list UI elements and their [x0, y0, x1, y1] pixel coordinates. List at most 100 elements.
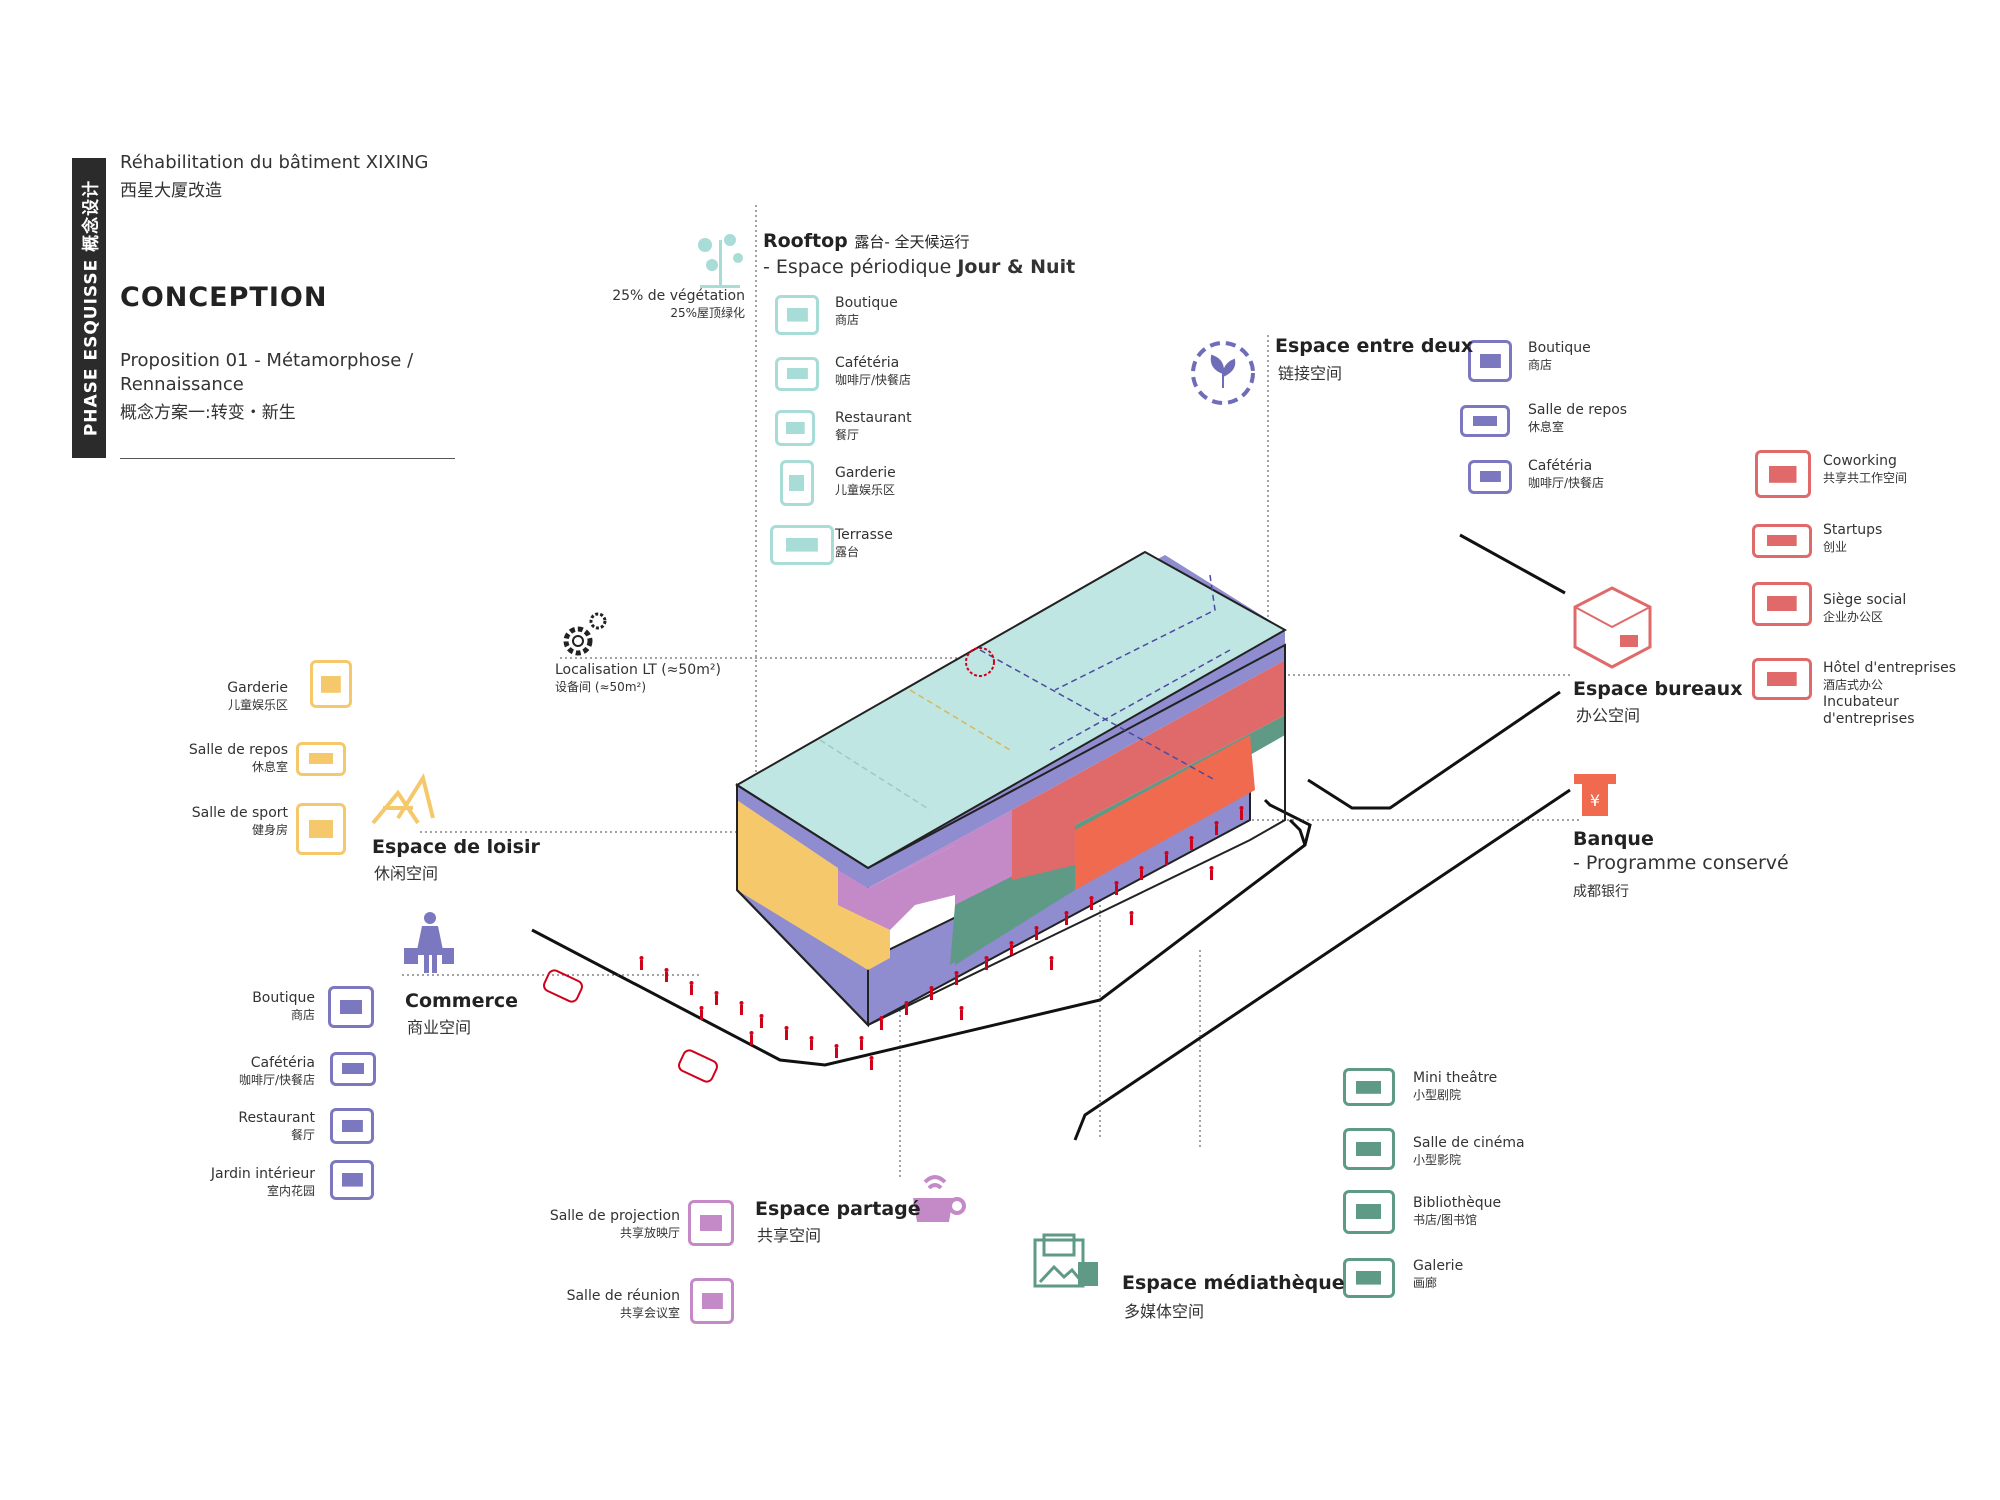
banque-cn: 成都银行 [1573, 884, 1629, 900]
person-marker [985, 960, 988, 970]
person-marker-head [1139, 866, 1144, 870]
boutique-icon [1468, 340, 1512, 382]
startup-team-icon [1752, 524, 1812, 558]
person-marker [700, 1010, 703, 1020]
person-marker [640, 960, 643, 970]
person-marker-head [1089, 896, 1094, 900]
person-marker-head [1049, 956, 1054, 960]
person-marker-head [1189, 836, 1194, 840]
person-marker-head [714, 991, 719, 995]
meeting-icon [690, 1278, 734, 1324]
armchair-icon [1460, 405, 1510, 437]
partage-title: Espace partagé [755, 1198, 921, 1220]
shopper-icon [404, 912, 454, 973]
phase-tab: PHASE ESQUISSE 概念设计 [72, 158, 106, 458]
person-marker [1140, 870, 1143, 880]
banque-title: Banque [1573, 828, 1654, 850]
person-marker-head [859, 1036, 864, 1040]
rooftop-title-cn: 露台- 全天候运行 [854, 233, 970, 251]
shared-cup-icon [913, 1175, 966, 1222]
mediatheque-title: Espace médiathèque [1122, 1272, 1345, 1294]
road-upper [1459, 533, 1566, 595]
person-marker-head [784, 1026, 789, 1030]
person-marker [1190, 840, 1193, 850]
coworking-icon [1755, 450, 1811, 498]
road-edge-right [1073, 788, 1571, 1141]
deck-chairs-icon [371, 772, 435, 825]
title-cn: 西星大厦改造 [120, 181, 222, 201]
person-marker-head [739, 1001, 744, 1005]
vegetation-icon [698, 234, 743, 288]
car-icon [543, 969, 718, 1083]
bank-atm-icon: ¥ [1574, 774, 1616, 816]
person-marker-head [929, 986, 934, 990]
person-marker [835, 1048, 838, 1058]
person-marker-head [1164, 851, 1169, 855]
title-fr: Réhabilitation du bâtiment XIXING [120, 152, 429, 173]
person-marker [860, 1040, 863, 1050]
commerce-title: Commerce [405, 990, 518, 1012]
person-marker [690, 985, 693, 995]
coffee-cup-icon [1468, 460, 1512, 494]
banque-subtitle: - Programme conservé [1573, 852, 1789, 874]
restaurant-icon [330, 1108, 374, 1144]
road-curve [1288, 818, 1307, 846]
person-marker-head [749, 1031, 754, 1035]
person-marker-head [1209, 866, 1214, 870]
loisir-title: Espace de loisir [372, 836, 540, 858]
rooftop-subtitle-bold: Jour & Nuit [957, 256, 1076, 278]
loisir-title-cn: 休闲空间 [374, 864, 439, 883]
bureaux-title-cn: 办公空间 [1576, 706, 1641, 725]
building-isometric [735, 550, 1288, 1028]
person-marker [810, 1040, 813, 1050]
gingerbread-icon [310, 660, 352, 708]
road-lines [531, 533, 1571, 1141]
road-middle [1307, 690, 1561, 810]
svg-text:¥: ¥ [1590, 791, 1600, 810]
person-marker-head [1009, 941, 1014, 945]
person-marker [930, 990, 933, 1000]
person-marker-head [834, 1044, 839, 1048]
rooftop-title: Rooftop [763, 230, 848, 252]
partage-title-cn: 共享空间 [757, 1226, 822, 1245]
person-marker [960, 1010, 963, 1020]
person-marker [1050, 960, 1053, 970]
road-edge-front [531, 798, 1312, 1067]
coffee-cup-icon [330, 1052, 376, 1086]
person-marker [1215, 825, 1218, 835]
books-icon [1343, 1190, 1395, 1234]
commerce-title-cn: 商业空间 [407, 1018, 472, 1037]
person-marker [1035, 930, 1038, 940]
person-marker-head [1114, 881, 1119, 885]
person-marker-head [664, 968, 669, 972]
person-marker-head [954, 971, 959, 975]
mediatheque-title-cn: 多媒体空间 [1124, 1302, 1205, 1321]
person-marker [905, 1005, 908, 1015]
person-marker [750, 1035, 753, 1045]
localisation-label: Localisation LT (≈50m²)设备间 (≈50m²) [555, 662, 721, 694]
vegetation-label: 25% de végétation [612, 288, 745, 304]
header-divider [120, 458, 455, 459]
person-marker [870, 1060, 873, 1070]
hammock-icon [770, 525, 834, 565]
person-marker-head [689, 981, 694, 985]
section-title: CONCEPTION [120, 282, 328, 313]
boutique-icon [775, 295, 819, 335]
person-marker [880, 1020, 883, 1030]
hotel-office-icon [1752, 658, 1812, 700]
person-marker [1165, 855, 1168, 865]
